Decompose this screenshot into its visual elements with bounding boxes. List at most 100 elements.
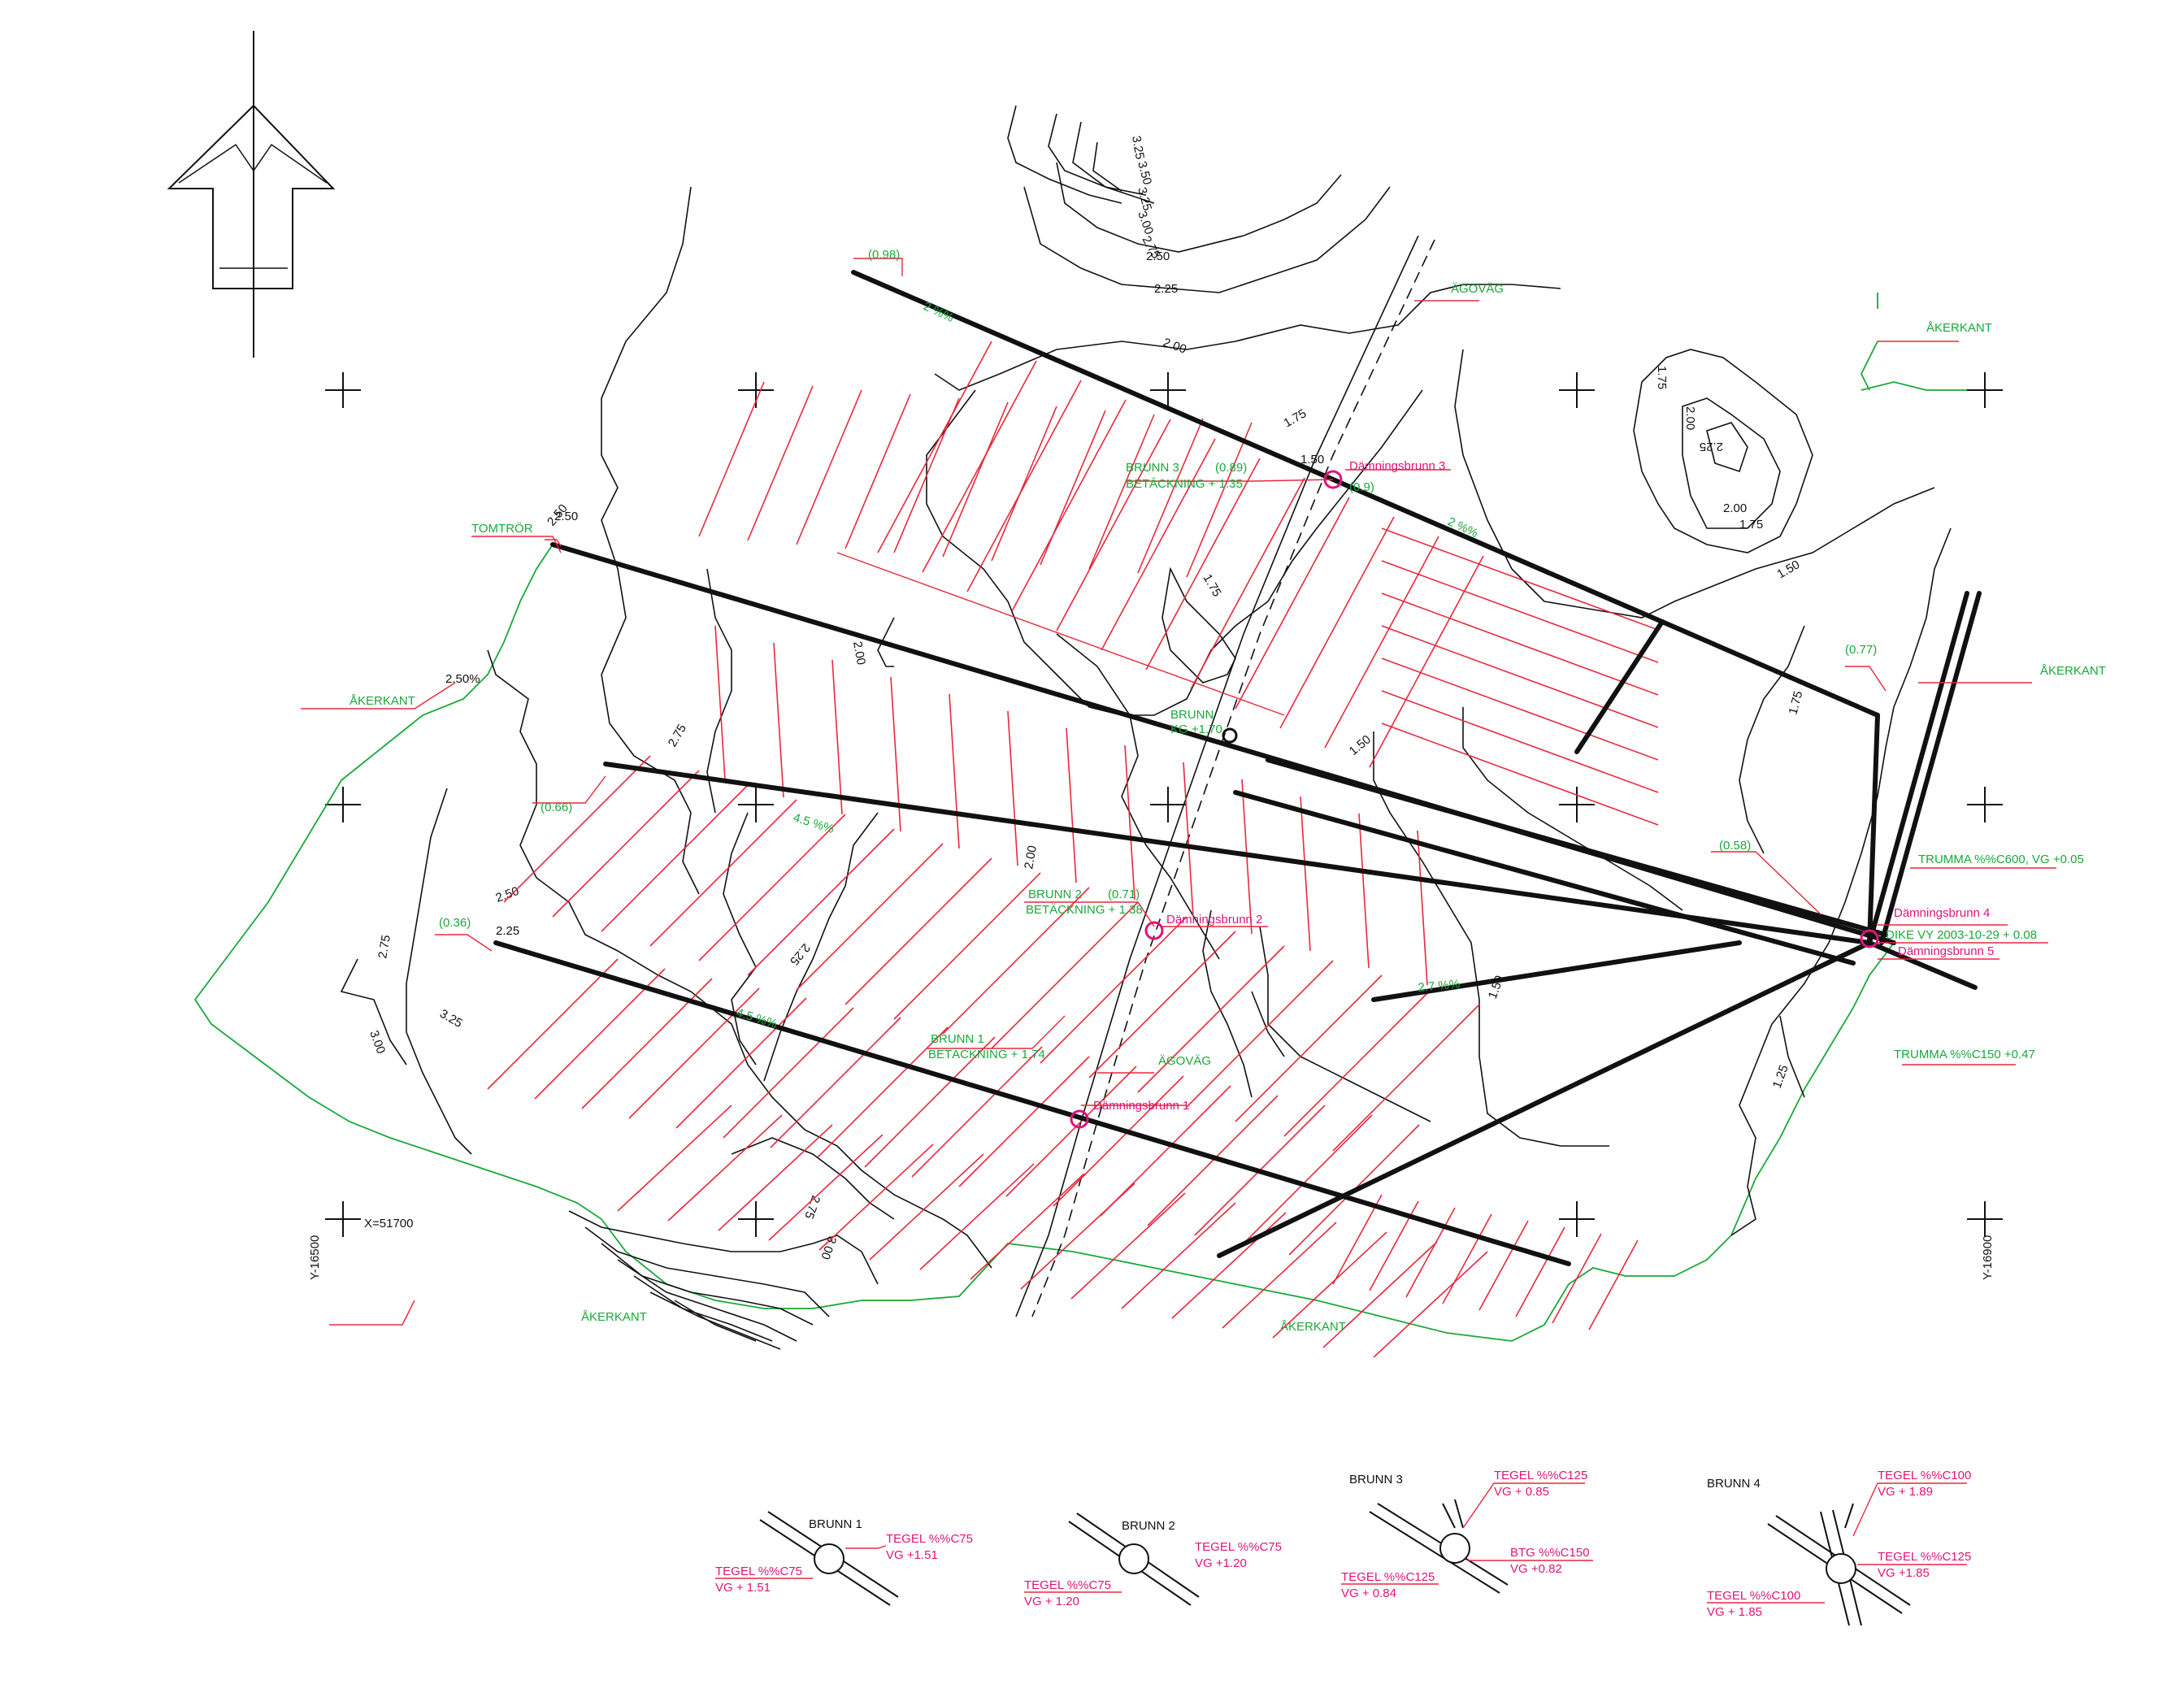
lateral-drain-line <box>768 1134 884 1241</box>
main-drain <box>1879 591 1982 945</box>
lateral-drain-line <box>581 978 713 1109</box>
detail-title: BRUNN 3 <box>1349 1473 1403 1487</box>
main-drain <box>1574 619 1665 754</box>
lateral-drain-line <box>1171 1212 1287 1319</box>
detail-in-vg: VG + 0.84 <box>1341 1586 1396 1600</box>
lateral-drain-line <box>1381 592 1659 696</box>
contour-label: 2.00 <box>1683 406 1697 430</box>
brunn1-label: BRUNN 1 <box>931 1032 984 1046</box>
lateral-drain-line <box>675 997 807 1129</box>
contour-label: 1.75 <box>1655 366 1669 389</box>
lateral-drain-line <box>1442 1213 1492 1304</box>
lateral-drain-line <box>1011 399 1127 612</box>
lateral-drain-line <box>718 1124 833 1231</box>
detail-out-vg: VG +1.51 <box>886 1548 938 1562</box>
lateral-drain-line <box>552 770 700 918</box>
value-label: (0.36) <box>439 916 471 930</box>
lateral-drain-line <box>1552 1233 1602 1324</box>
contour-label: 1.75 <box>1201 572 1224 600</box>
lateral-drain-line <box>942 887 1090 1035</box>
main-drain <box>1660 619 1880 718</box>
detail-in-vg: VG + 1.20 <box>1024 1595 1079 1608</box>
lateral-drain-line <box>1405 1207 1456 1298</box>
contour-label: 2.00 <box>850 640 868 666</box>
lateral-drain-line <box>1283 989 1431 1137</box>
main-drain <box>1233 790 1856 966</box>
detail-title: BRUNN 1 <box>809 1517 862 1531</box>
brunn-mid-sub: KG +1.70 <box>1170 723 1222 736</box>
main-drain <box>1867 591 1969 945</box>
lateral-drain-line <box>958 1056 1090 1187</box>
akerkant-label: ÅKERKANT <box>350 694 415 708</box>
lateral-drain-line <box>1145 458 1261 671</box>
value-label: (0.98) <box>868 248 900 262</box>
lateral-drain-line <box>1241 1114 1373 1246</box>
akerkant-label: ÅKERKANT <box>2040 664 2106 678</box>
lateral-drain-line <box>1183 762 1194 918</box>
trumma150-label: TRUMMA %%C150 +0.47 <box>1894 1048 2035 1061</box>
lateral-drain-line <box>601 784 749 932</box>
detail-out-pipe: TEGEL %%C75 <box>886 1532 973 1546</box>
manholes <box>1070 470 1879 1129</box>
contour-label: 2.25 <box>1700 440 1723 454</box>
contour-label: 3.25 <box>437 1007 465 1031</box>
contour-label: 2.75 <box>666 722 689 749</box>
lateral-drain-line <box>796 843 944 991</box>
contour-label: 3.50 <box>1135 160 1154 187</box>
lateral-drain-line <box>1322 1241 1438 1348</box>
contour-label: 2.25 <box>1154 282 1178 296</box>
detail-out-vg: VG +1.20 <box>1195 1556 1247 1570</box>
lateral-drain-line <box>1040 410 1106 566</box>
contour-label: 2.50% <box>445 672 480 686</box>
lateral-drain-line <box>1235 974 1383 1122</box>
contour-label: 2.00 <box>1022 844 1040 870</box>
damningsbrunn3-value: (0.9) <box>1349 480 1374 494</box>
main-drain <box>1371 940 1742 1002</box>
lateral-drain-line <box>966 380 1082 592</box>
contour-label: 3.25 <box>1135 186 1154 213</box>
main-drain <box>1867 713 1880 945</box>
lateral-drain-line <box>1417 830 1428 986</box>
contour-label: 3.00 <box>367 1029 388 1056</box>
damningsbrunn1-label: Dämningsbrunn 1 <box>1093 1099 1189 1113</box>
lateral-drain-line <box>1332 1194 1383 1285</box>
coord-x-label: X=51700 <box>364 1217 413 1230</box>
farm-road <box>1015 235 1435 1317</box>
coord-y2-label: Y-16900 <box>1981 1235 1995 1280</box>
lateral-drain-line <box>1137 945 1285 1093</box>
lateral-drain-line <box>1272 1231 1387 1339</box>
lateral-drain-line <box>911 1046 1043 1178</box>
contour-lines <box>340 105 1952 1350</box>
lateral-drain-line <box>922 360 1037 573</box>
value-label: (0.66) <box>541 801 572 814</box>
lateral-drain-line <box>1137 418 1204 574</box>
damningsbrunn2-label: Dämningsbrunn 2 <box>1166 913 1262 927</box>
main-drain <box>1266 757 1888 937</box>
tomtror-label: TOMTRÖR <box>471 521 533 536</box>
contour-label: 1.50 <box>1775 558 1803 581</box>
detail-brunn-1: BRUNN 1 TEGEL %%C75 VG + 1.51 TEGEL %%C7… <box>715 1511 973 1606</box>
lateral-drain-line <box>747 828 895 976</box>
lateral-drain-line <box>1186 422 1253 578</box>
damningsbrunn5-label: Dämningsbrunn 5 <box>1898 944 1994 958</box>
lateral-drain-line <box>1147 1095 1279 1226</box>
lateral-drain-line <box>1324 536 1439 749</box>
slope-label: 2 %% <box>921 299 956 325</box>
lateral-drain-line <box>831 659 843 815</box>
contour-label: 2.00 <box>1161 336 1188 357</box>
lateral-drain-line <box>1381 527 1659 631</box>
lateral-drain-line <box>1056 419 1171 632</box>
lateral-drain-line <box>1373 1251 1488 1358</box>
value-label: (0.58) <box>1719 839 1751 853</box>
main-drain <box>1217 940 1872 1258</box>
contour-label: 2.00 <box>1723 501 1747 515</box>
lateral-drain-line <box>1381 560 1659 663</box>
lateral-drain-line <box>845 857 992 1005</box>
leader-lines <box>301 258 2056 1326</box>
lateral-drain-line <box>1332 1004 1480 1152</box>
detail-in-pipe: TEGEL %%C75 <box>1024 1578 1111 1592</box>
contour-label: 1.50 <box>1300 453 1324 467</box>
lateral-drain-line <box>487 958 619 1090</box>
lateral-drain-line <box>970 1173 1085 1280</box>
lateral-drain-line <box>845 393 911 549</box>
